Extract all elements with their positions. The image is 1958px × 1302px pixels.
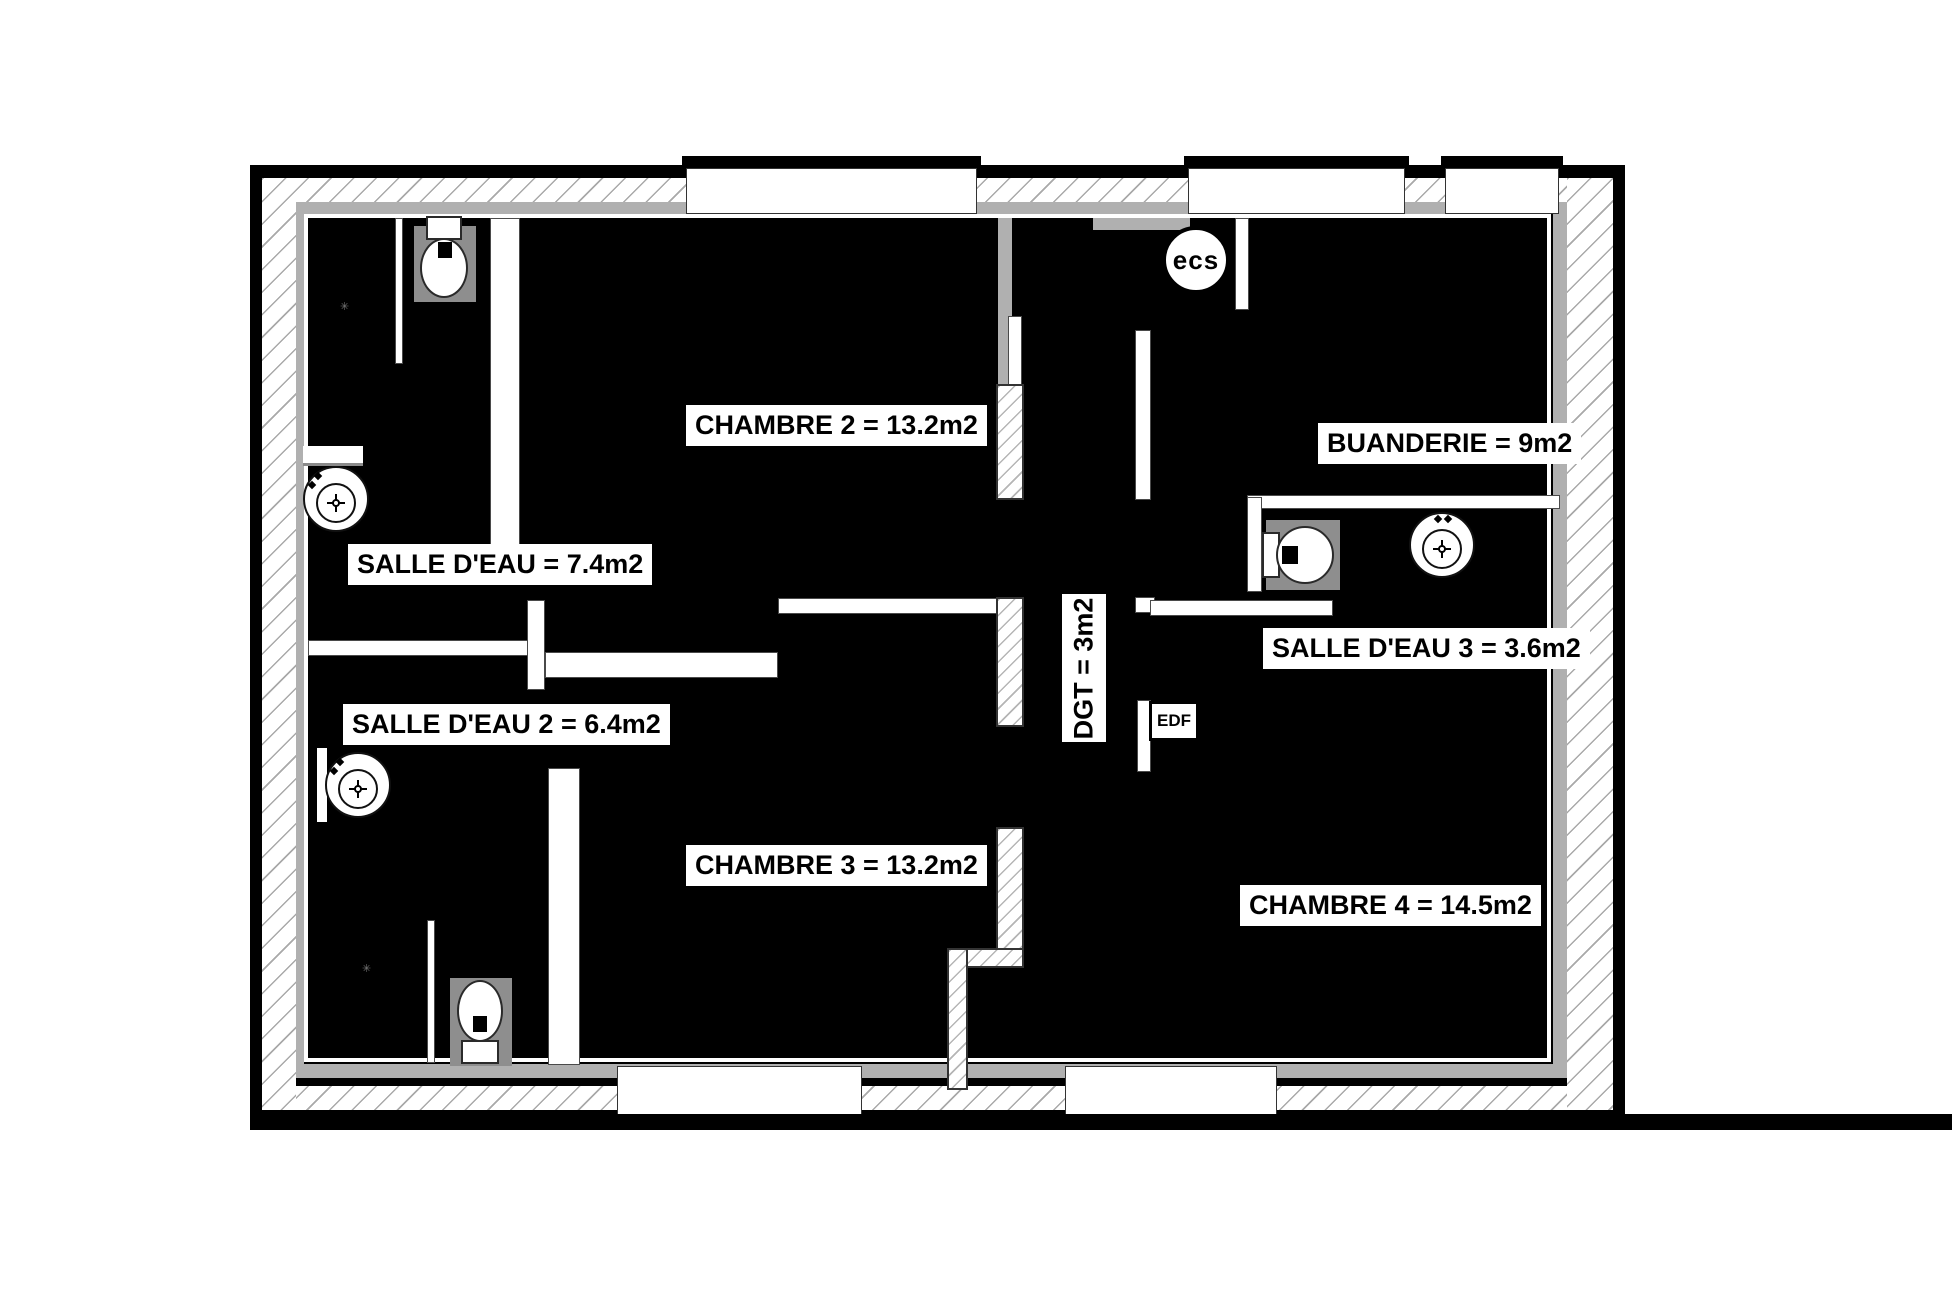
sink-basin: [316, 483, 356, 523]
sink-basin: [338, 769, 378, 809]
toilet-notch: [473, 1016, 487, 1032]
wall-buanderie-left: [1235, 218, 1249, 310]
window-bottom-2: [1065, 1066, 1277, 1116]
ecs-label: ecs: [1172, 244, 1220, 275]
sink-basin: [1422, 529, 1462, 569]
room-label-dgt: DGT = 3m2: [1062, 594, 1106, 742]
toilet-icon: [420, 238, 468, 298]
room-label-salle-deau-2: SALLE D'EAU 2 = 6.4m2: [343, 704, 670, 745]
edf-meter: EDF: [1149, 701, 1199, 741]
wall-lining-bottom: [298, 1064, 1555, 1078]
swing-mark: ✳: [362, 963, 372, 975]
toilet-icon: [426, 216, 462, 240]
sink-center: [332, 499, 340, 507]
wall-lining-left: [296, 202, 304, 1078]
sink-center: [1438, 545, 1446, 553]
ground-line: [250, 1114, 1952, 1130]
sink-icon: [1409, 512, 1475, 578]
wall-salle-deau2-chambre3: [548, 768, 580, 1065]
swing-mark: ✳: [340, 301, 350, 313]
window-top-1: [686, 168, 977, 214]
window-top-2: [1188, 168, 1405, 214]
corridor-pier-2: [996, 597, 1024, 727]
toilet-notch: [438, 242, 452, 258]
toilet-icon: [457, 980, 503, 1042]
shelf: [317, 748, 327, 822]
room-label-chambre-3: CHAMBRE 3 = 13.2m2: [686, 845, 987, 886]
door-leaf-corridor: [1008, 316, 1022, 386]
toilet-notch: [1282, 546, 1298, 564]
wall-chambre3-north-left: [545, 652, 778, 678]
shelf: [303, 446, 363, 466]
sink-icon: [303, 466, 369, 532]
water-heater-ecs: ecs: [1162, 226, 1230, 294]
tap-icon: [1433, 514, 1443, 524]
tap-icon: [313, 471, 323, 481]
window-cap: [1441, 156, 1563, 170]
wall-salle-deau3-south: [1150, 600, 1333, 616]
tap-icon: [329, 766, 339, 776]
wall-salle-deau3-left: [1247, 497, 1262, 592]
door-leaf-salle-deau2: [427, 920, 435, 1063]
inner-face-line-bottom: [304, 1058, 1551, 1062]
room-label-chambre-4: CHAMBRE 4 = 14.5m2: [1240, 885, 1541, 926]
toilet-icon: [461, 1040, 499, 1064]
inner-face-line-left: [304, 214, 308, 1058]
room-label-chambre-2: CHAMBRE 2 = 13.2m2: [686, 405, 987, 446]
room-label-salle-deau: SALLE D'EAU = 7.4m2: [348, 544, 653, 585]
wall-chambre2-chambre3: [778, 598, 1000, 614]
wall-chambre3-chambre4: [947, 948, 968, 1090]
window-bottom-1: [617, 1066, 862, 1116]
wall-salle-deau-divider: [308, 640, 537, 656]
wall-buanderie-south: [1247, 495, 1560, 509]
tap-icon: [307, 480, 317, 490]
corridor-pier-1: [996, 384, 1024, 500]
tap-icon: [335, 757, 345, 767]
dgt-text: DGT = 3m2: [1068, 597, 1099, 739]
exterior-wall-bottom-hatch: [262, 1086, 1613, 1110]
wall-salle-deau-chambre2: [490, 218, 520, 548]
inner-face-line-top: [304, 214, 1551, 218]
tap-icon: [1443, 514, 1453, 524]
sink-center: [354, 785, 362, 793]
corridor-wall-right-upper: [1135, 330, 1151, 500]
window-top-3: [1445, 168, 1559, 214]
door-leaf-salle-deau: [395, 218, 403, 364]
room-label-buanderie: BUANDERIE = 9m2: [1318, 423, 1582, 464]
window-cap: [1184, 156, 1409, 170]
corridor-pier-3: [996, 827, 1024, 950]
window-cap: [682, 156, 981, 170]
room-label-salle-deau-3: SALLE D'EAU 3 = 3.6m2: [1263, 628, 1590, 669]
wall-jog: [527, 600, 545, 690]
sink-icon: [325, 752, 391, 818]
edf-label: EDF: [1157, 711, 1191, 730]
exterior-wall-left-hatch: [262, 178, 296, 1110]
